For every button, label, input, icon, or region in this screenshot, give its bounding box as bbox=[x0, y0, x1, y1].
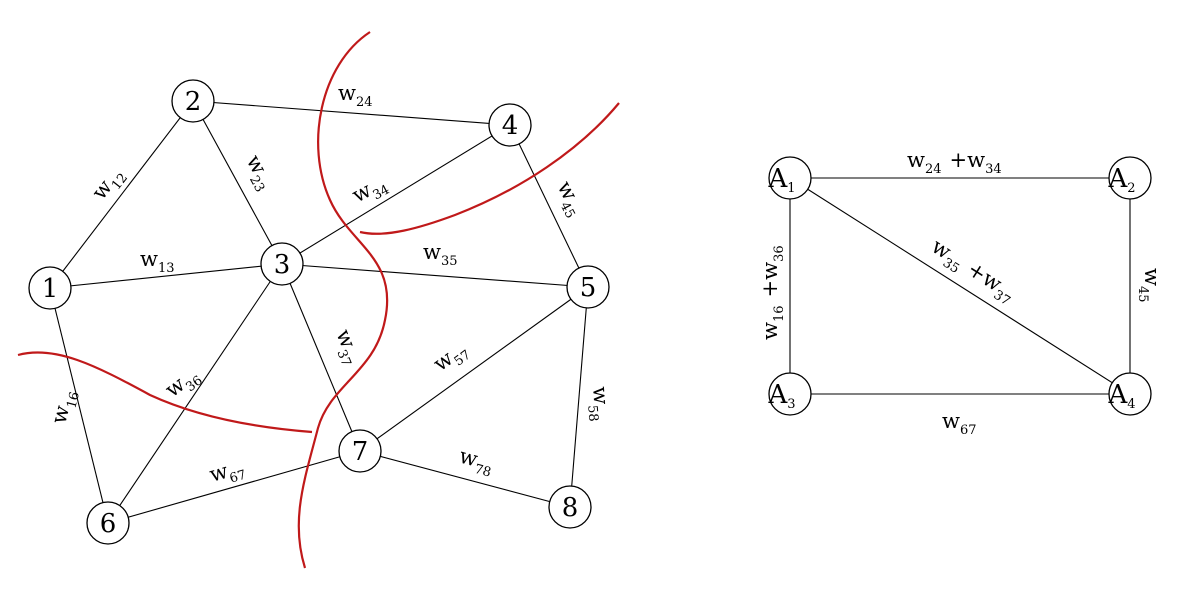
edge-3-6 bbox=[107, 263, 283, 524]
label-w34: w34 bbox=[348, 170, 392, 212]
node-4: 4 bbox=[488, 103, 532, 147]
label-diag-w35-w37: w35+w37 bbox=[925, 234, 1020, 309]
label-w16: w16 bbox=[47, 387, 83, 428]
node-7: 7 bbox=[338, 429, 382, 473]
node-A2: A2 bbox=[1107, 156, 1152, 200]
svg-text:7: 7 bbox=[352, 437, 369, 467]
cut-curve-lower-left bbox=[17, 351, 313, 434]
cut-curve-vertical bbox=[297, 31, 389, 569]
label-w35: w35 bbox=[423, 240, 458, 269]
svg-text:A4: A4 bbox=[1107, 380, 1135, 412]
label-w58: w58 bbox=[583, 386, 614, 422]
right-nodes: A1 A2 A3 A4 bbox=[767, 156, 1152, 416]
edge-4-5 bbox=[509, 124, 589, 288]
svg-text:A1: A1 bbox=[767, 164, 795, 196]
edge-2-4 bbox=[192, 100, 511, 126]
label-w45: w45 bbox=[548, 177, 590, 221]
edge-7-8 bbox=[359, 450, 571, 508]
left-edges bbox=[49, 100, 589, 524]
label-w78: w78 bbox=[455, 444, 496, 481]
label-w36: w36 bbox=[161, 362, 206, 406]
edge-2-3 bbox=[192, 100, 283, 265]
node-1: 1 bbox=[28, 266, 72, 310]
label-w67: w67 bbox=[207, 454, 248, 491]
partition-cut-lines bbox=[17, 31, 620, 569]
svg-text:1: 1 bbox=[42, 274, 59, 304]
svg-text:2: 2 bbox=[185, 87, 202, 117]
label-w13: w13 bbox=[140, 247, 175, 276]
edge-A1-A4 bbox=[789, 177, 1131, 395]
node-6: 6 bbox=[86, 501, 130, 545]
label-w24: w24 bbox=[338, 81, 373, 110]
label-w23: w23 bbox=[237, 151, 279, 195]
svg-text:A3: A3 bbox=[767, 380, 795, 412]
svg-text:5: 5 bbox=[580, 273, 597, 303]
label-w12: w12 bbox=[87, 162, 131, 207]
label-top-w24-w34: w24+w34 bbox=[907, 148, 1002, 177]
svg-text:3: 3 bbox=[274, 250, 291, 280]
svg-text:A2: A2 bbox=[1107, 164, 1135, 196]
svg-text:4: 4 bbox=[502, 111, 519, 141]
node-A3: A3 bbox=[767, 372, 812, 416]
label-left-w16-w36: w16+w36 bbox=[758, 245, 787, 340]
edge-3-4 bbox=[281, 124, 511, 265]
right-edges bbox=[789, 177, 1131, 395]
node-3: 3 bbox=[260, 242, 304, 286]
node-5: 5 bbox=[566, 265, 610, 309]
left-nodes: 1 2 3 4 5 6 7 8 bbox=[28, 79, 610, 545]
edge-1-3 bbox=[49, 263, 283, 289]
edge-1-2 bbox=[49, 100, 194, 289]
svg-text:8: 8 bbox=[562, 493, 579, 523]
label-bottom-w67: w67 bbox=[942, 409, 977, 438]
label-w37: w37 bbox=[327, 326, 367, 369]
node-A1: A1 bbox=[767, 156, 812, 200]
svg-text:6: 6 bbox=[100, 509, 117, 539]
node-A4: A4 bbox=[1107, 372, 1152, 416]
edge-1-6 bbox=[49, 287, 109, 524]
cut-curve-upper-right bbox=[359, 102, 620, 235]
edge-3-5 bbox=[281, 263, 589, 288]
edge-6-7 bbox=[107, 450, 361, 524]
label-right-w45: w45 bbox=[1135, 268, 1164, 303]
edge-3-7 bbox=[281, 263, 361, 452]
edge-5-7 bbox=[359, 286, 589, 452]
node-2: 2 bbox=[171, 79, 215, 123]
node-8: 8 bbox=[548, 485, 592, 529]
edge-5-8 bbox=[569, 286, 589, 508]
left-edge-labels: w12 w13 w16 w23 w24 w34 w35 w36 w37 w45 … bbox=[47, 81, 614, 491]
